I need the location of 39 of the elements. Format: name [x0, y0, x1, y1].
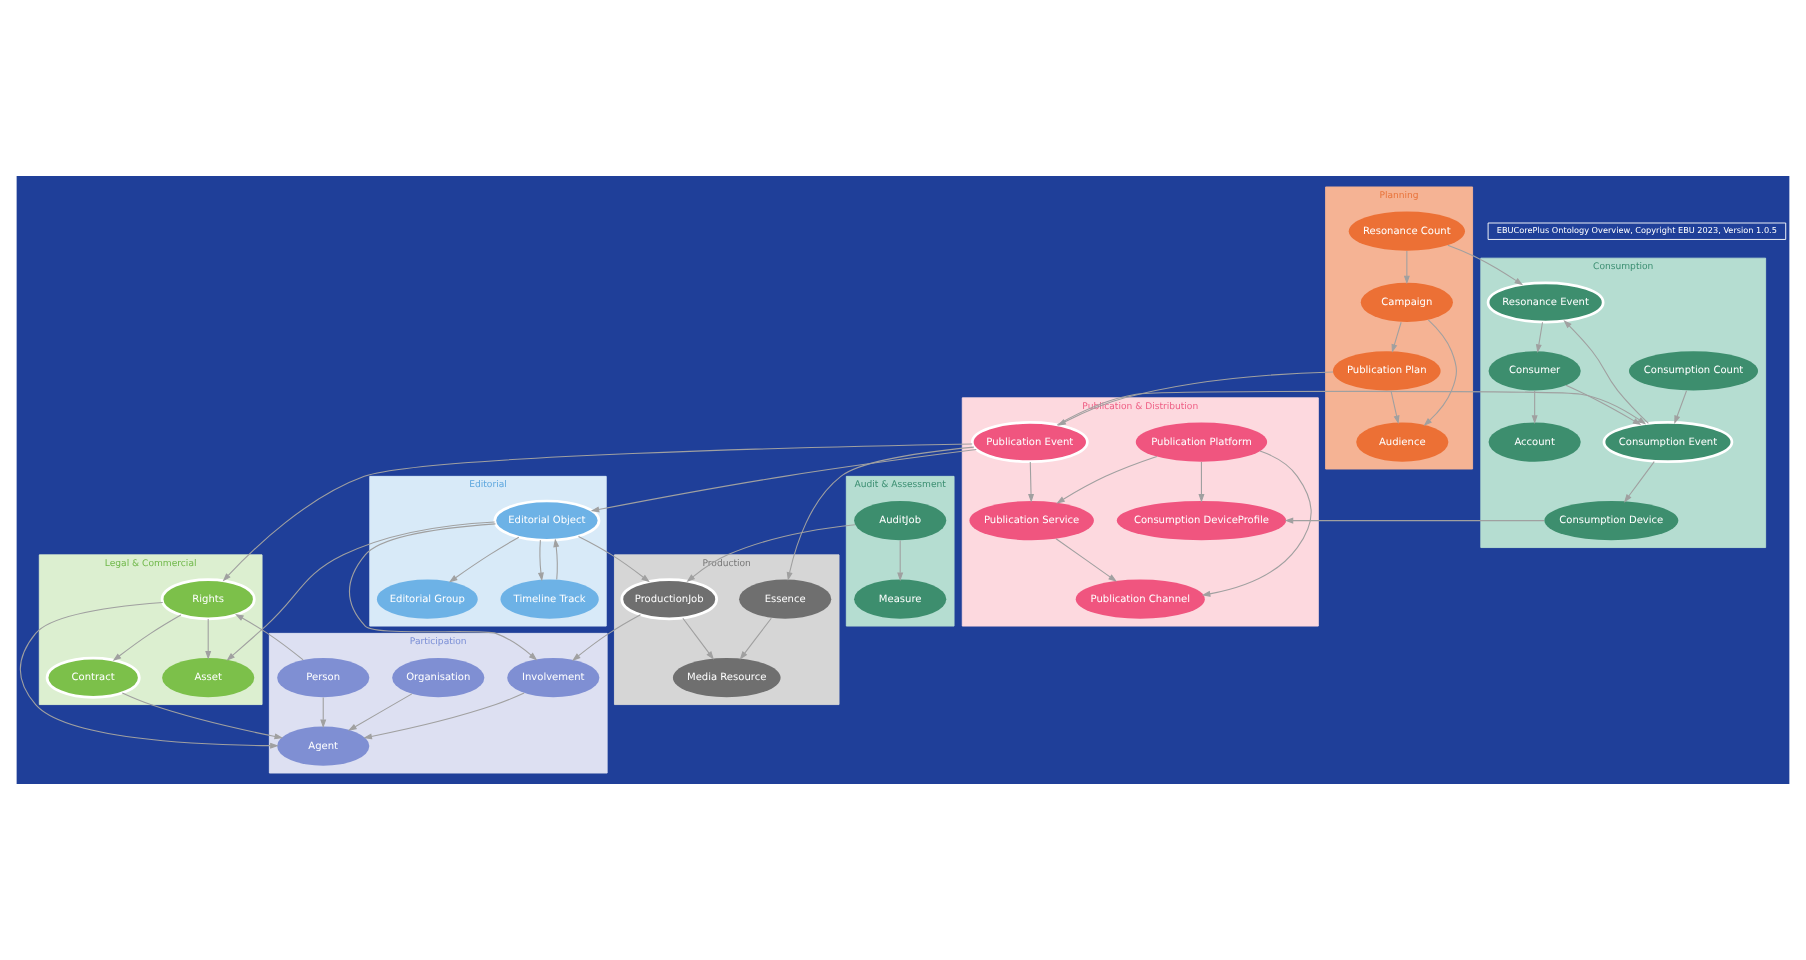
arrow	[348, 523, 538, 661]
arrow	[786, 446, 975, 581]
arrow	[448, 536, 520, 583]
arrow	[1563, 320, 1649, 424]
arrow	[682, 617, 714, 660]
arrow	[577, 535, 650, 583]
arrow	[1055, 538, 1117, 582]
arrow	[1447, 244, 1524, 286]
arrow	[739, 617, 772, 660]
arrow	[19, 601, 279, 749]
arrow	[1390, 390, 1400, 425]
arrow	[205, 618, 212, 660]
arrow	[1028, 461, 1035, 503]
arrow	[1056, 455, 1158, 504]
arrow	[112, 614, 182, 662]
arrow	[348, 693, 413, 731]
arrow	[572, 614, 642, 661]
arrow	[222, 443, 973, 582]
arrow	[1423, 319, 1457, 426]
arrow	[590, 449, 977, 513]
arrow	[1623, 461, 1655, 503]
arrow	[897, 539, 904, 582]
arrow	[686, 524, 856, 583]
arrow	[320, 696, 327, 729]
arrow	[121, 692, 284, 740]
arrow	[235, 614, 304, 661]
arrow	[1535, 321, 1544, 353]
arrow	[1674, 390, 1688, 425]
arrow	[1198, 461, 1205, 503]
arrow	[1284, 517, 1545, 524]
arrow	[553, 538, 560, 581]
arrow	[1565, 384, 1642, 426]
arrow	[1531, 390, 1538, 424]
arrow	[1403, 250, 1410, 285]
arrow	[363, 692, 525, 740]
arrow	[1201, 450, 1312, 597]
arrow	[1391, 321, 1402, 353]
arrow	[226, 521, 496, 661]
arrow	[537, 539, 544, 582]
